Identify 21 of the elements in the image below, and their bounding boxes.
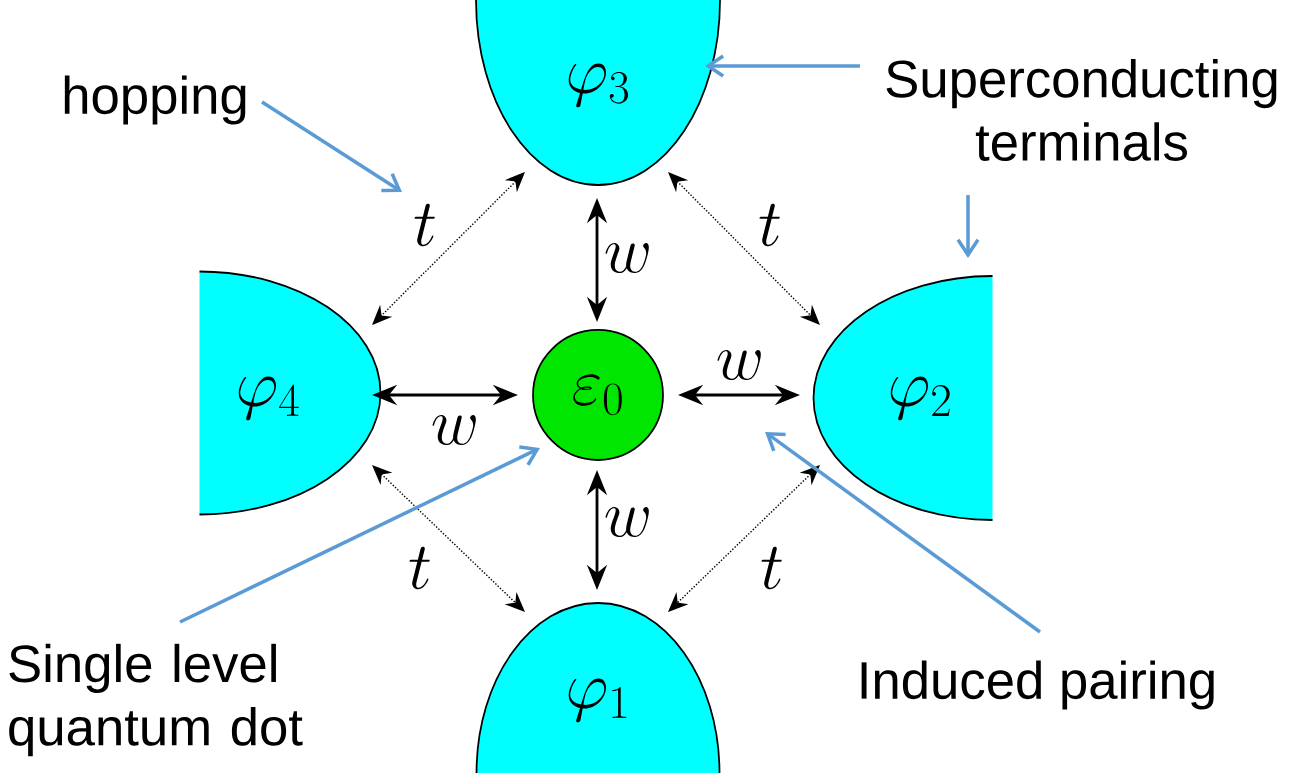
edge-label: $t$: [759, 203, 780, 247]
callout-text: Induced pairing: [861, 660, 1214, 710]
double-arrow: [668, 172, 820, 325]
edge-label: $t$: [409, 546, 430, 590]
leader-line: [956, 195, 980, 258]
edge-label: $w$: [717, 349, 761, 381]
callout-text: Single level quantum dot: [9, 643, 303, 757]
leader-line: [261, 100, 402, 193]
leader-line: [705, 54, 860, 78]
double-arrow: [372, 465, 525, 612]
double-arrow: [668, 465, 820, 612]
edge-label: $w$: [432, 414, 476, 446]
edge-label: $w$: [605, 506, 649, 538]
leader-line: [765, 432, 1042, 634]
double-arrow: [372, 172, 525, 325]
edge-label: $t$: [414, 203, 435, 247]
leader-line: [179, 445, 540, 624]
callout-text: Superconducting terminals: [886, 59, 1277, 161]
callout-text: hopping: [64, 75, 246, 125]
edge-label: $w$: [605, 242, 649, 274]
edge-label: $t$: [761, 546, 782, 590]
